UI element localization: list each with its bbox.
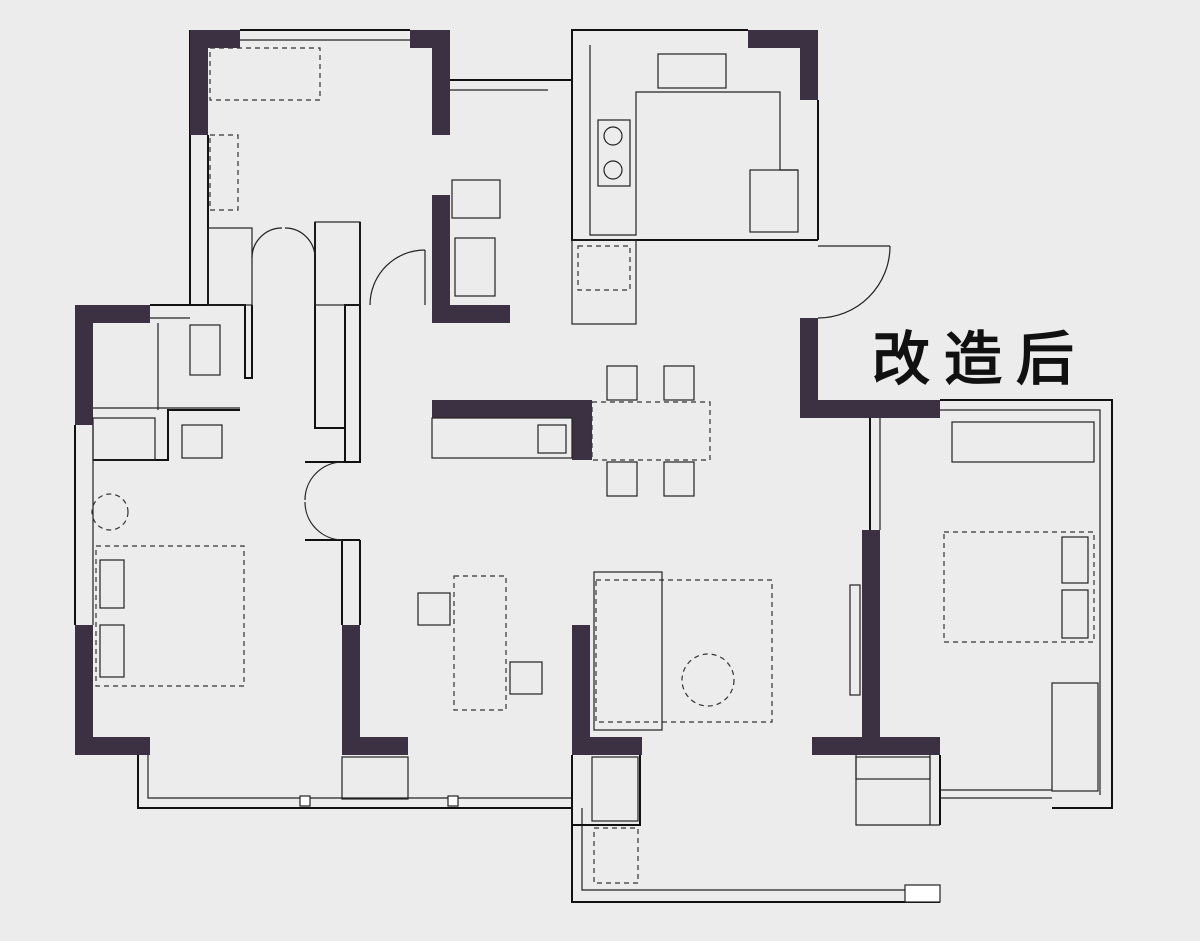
furniture — [91, 47, 1099, 884]
outer-walls-outline — [74, 29, 1113, 903]
plan-title: 改造后 — [872, 325, 1089, 393]
structural-walls — [75, 30, 940, 755]
interior-partitions — [93, 45, 818, 826]
doors — [251, 227, 891, 541]
